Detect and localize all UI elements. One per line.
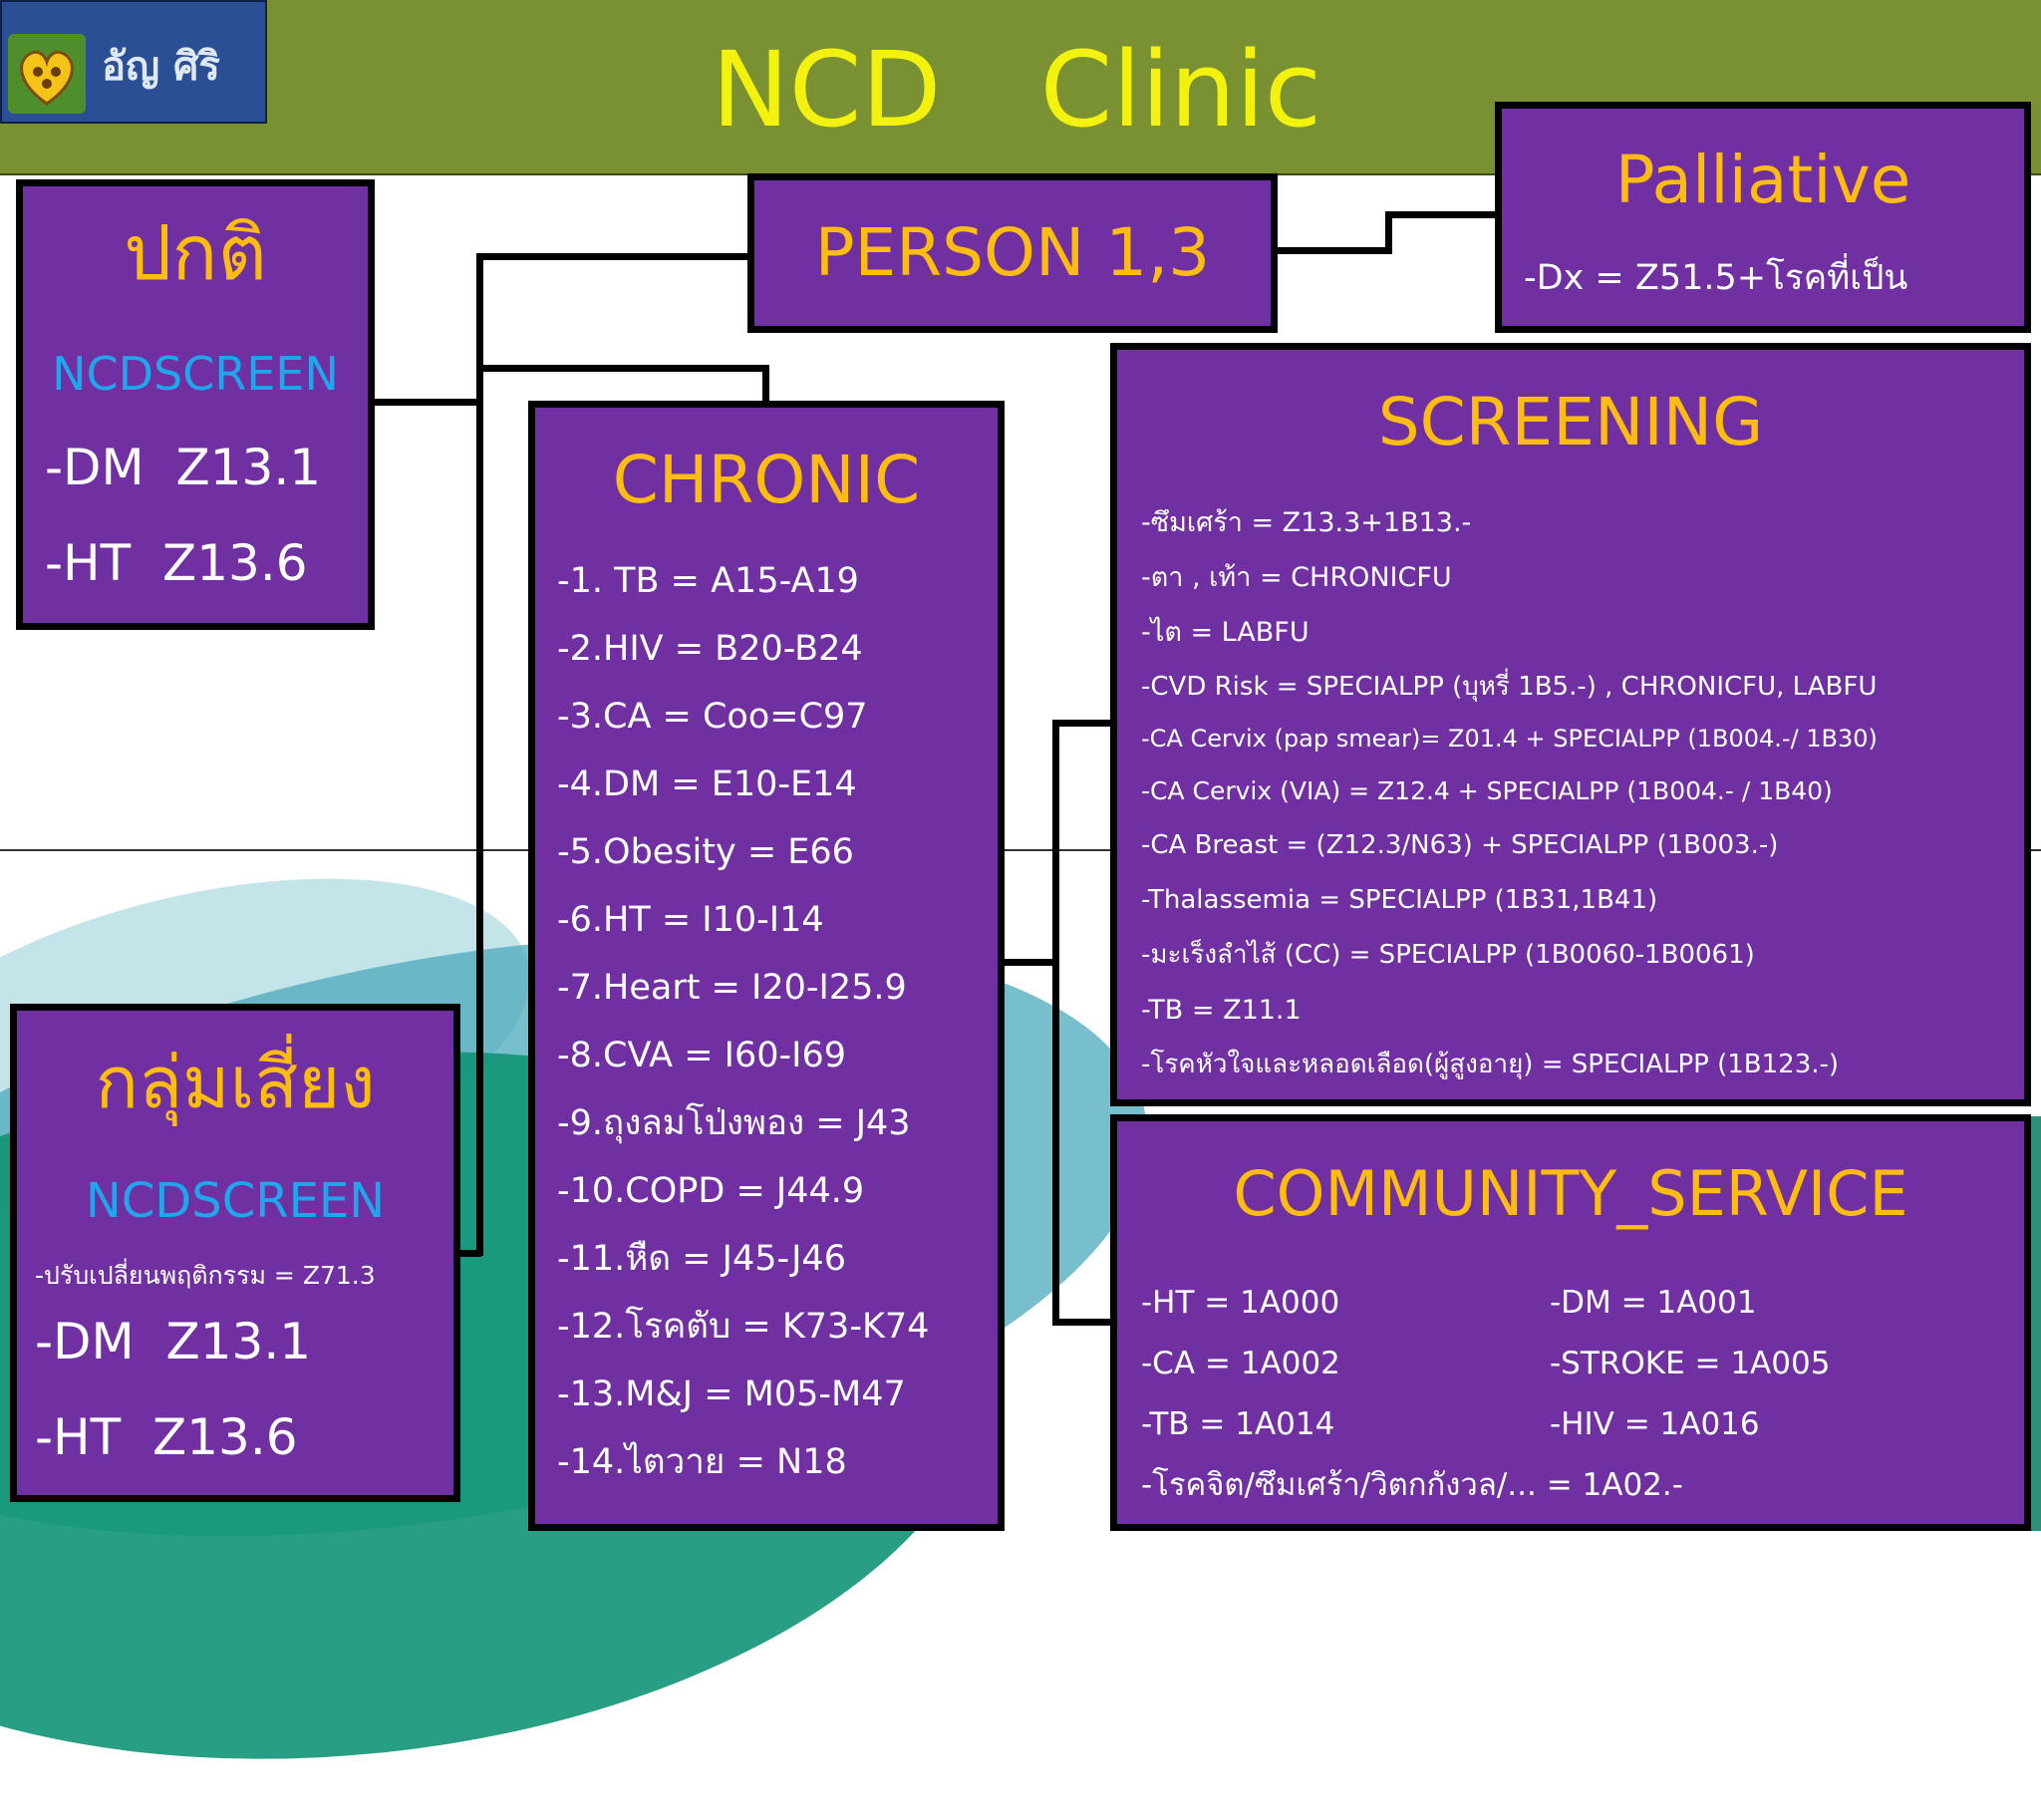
connector-palliative-h2: [1385, 211, 1501, 218]
screening-list: -ซึมเศร้า = Z13.3+1B13.- -ตา , เท้า = CH…: [1141, 495, 2018, 1092]
risk-box: กลุ่มเสี่ยง NCDSCREEN -ปรับเปลี่ยนพฤติกร…: [10, 1004, 460, 1502]
sunflower-heart-icon: [8, 34, 86, 114]
chronic-list: -1. TB = A15-A19 -2.HIV = B20-B24 -3.CA …: [557, 547, 996, 1496]
screening-title: SCREENING: [1377, 384, 1764, 460]
list-item: -CA Cervix (VIA) = Z12.4 + SPECIALPP (1B…: [1141, 776, 1833, 805]
list-item: -CVD Risk = SPECIALPP (บุหรี่ 1B5.-) , C…: [1141, 672, 1878, 702]
palliative-line: -Dx = Z51.5+โรคที่เป็น: [1524, 258, 1908, 298]
connector-chronic-v: [762, 365, 769, 409]
community-item-ca: -CA = 1A002: [1141, 1346, 1340, 1381]
chronic-title: CHRONIC: [612, 442, 921, 518]
connector-screening-h: [1052, 720, 1112, 727]
risk-item-dm: -DM Z13.1: [35, 1313, 312, 1370]
connector-person-left-h: [480, 253, 749, 260]
palliative-title: Palliative: [1614, 142, 1911, 218]
logo: อัญ ศิริ: [0, 0, 267, 124]
connector-palliative-v: [1385, 211, 1392, 254]
list-item: -10.COPD = J44.9: [557, 1171, 865, 1211]
list-item: -12.โรคตับ = K73-K74: [557, 1307, 930, 1347]
normal-item-ht: -HT Z13.6: [45, 534, 308, 592]
connector-chronic-right-h: [999, 959, 1058, 966]
normal-box: ปกติ NCDSCREEN -DM Z13.1 -HT Z13.6: [16, 179, 375, 630]
person-title: PERSON 1,3: [814, 214, 1211, 291]
community-item-psych: -โรคจิต/ซึมเศร้า/วิตกกังวล/... = 1A02.-: [1141, 1467, 1683, 1503]
normal-title: ปกติ: [124, 208, 267, 297]
list-item: -6.HT = I10-I14: [557, 900, 824, 940]
community-box: COMMUNITY_SERVICE -HT = 1A000 -CA = 1A00…: [1110, 1114, 2031, 1531]
normal-item-dm: -DM Z13.1: [45, 439, 322, 496]
normal-screen-label: NCDSCREEN: [52, 347, 339, 401]
community-item-ht: -HT = 1A000: [1141, 1285, 1340, 1321]
list-item: -11.หืด = J45-J46: [557, 1239, 846, 1279]
list-item: -1. TB = A15-A19: [557, 561, 859, 601]
person-box: PERSON 1,3: [747, 173, 1278, 333]
community-item-hiv: -HIV = 1A016: [1550, 1406, 1760, 1442]
screening-box: SCREENING -ซึมเศร้า = Z13.3+1B13.- -ตา ,…: [1110, 343, 2031, 1106]
list-item: -Thalassemia = SPECIALPP (1B31,1B41): [1141, 885, 1658, 915]
list-item: -TB = Z11.1: [1141, 995, 1302, 1026]
community-item-dm: -DM = 1A001: [1550, 1285, 1757, 1321]
logo-text: อัญ ศิริ: [102, 44, 220, 90]
list-item: -โรคหัวใจและหลอดเลือด(ผู้สูงอายุ) = SPEC…: [1141, 1050, 1840, 1079]
connector-palliative-h1: [1272, 247, 1391, 254]
slide-divider-line: [0, 849, 2041, 851]
chronic-box: CHRONIC -1. TB = A15-A19 -2.HIV = B20-B2…: [528, 401, 1005, 1531]
list-item: -14.ไตวาย = N18: [557, 1442, 847, 1482]
risk-item-ht: -HT Z13.6: [35, 1408, 298, 1466]
list-item: -8.CVA = I60-I69: [557, 1036, 847, 1075]
connector-normal-h: [369, 399, 480, 406]
page-title: NCD Clinic: [711, 29, 1322, 151]
connector-trunk-v: [476, 253, 483, 1256]
list-item: -7.Heart = I20-I25.9: [557, 968, 907, 1008]
list-item: -13.M&J = M05-M47: [557, 1374, 906, 1414]
connector-community-h: [1052, 1319, 1112, 1326]
list-item: -ซึมเศร้า = Z13.3+1B13.-: [1141, 507, 1472, 538]
list-item: -3.CA = Coo=C97: [557, 697, 868, 737]
community-item-tb: -TB = 1A014: [1141, 1406, 1335, 1442]
connector-right-trunk-v: [1052, 720, 1059, 1326]
list-item: -CA Cervix (pap smear)= Z01.4 + SPECIALP…: [1141, 725, 1878, 753]
list-item: -9.ถุงลมโป่งพอง = J43: [557, 1103, 911, 1143]
list-item: -CA Breast = (Z12.3/N63) + SPECIALPP (1B…: [1141, 830, 1779, 860]
risk-note: -ปรับเปลี่ยนพฤติกรรม = Z71.3: [35, 1261, 376, 1290]
palliative-box: Palliative -Dx = Z51.5+โรคที่เป็น: [1495, 102, 2031, 333]
list-item: -ตา , เท้า = CHRONICFU: [1141, 562, 1452, 593]
risk-title: กลุ่มเสี่ยง: [95, 1041, 376, 1124]
list-item: -ไต = LABFU: [1141, 617, 1310, 648]
list-item: -5.Obesity = E66: [557, 832, 854, 872]
risk-screen-label: NCDSCREEN: [85, 1173, 386, 1229]
list-item: -4.DM = E10-E14: [557, 764, 857, 804]
community-title: COMMUNITY_SERVICE: [1233, 1157, 1908, 1230]
community-item-stroke: -STROKE = 1A005: [1550, 1346, 1831, 1381]
connector-chronic-h: [480, 365, 769, 372]
list-item: -มะเร็งลำไส้ (CC) = SPECIALPP (1B0060-1B…: [1141, 940, 1755, 970]
list-item: -2.HIV = B20-B24: [557, 629, 863, 669]
connector-risk-h: [453, 1250, 481, 1257]
